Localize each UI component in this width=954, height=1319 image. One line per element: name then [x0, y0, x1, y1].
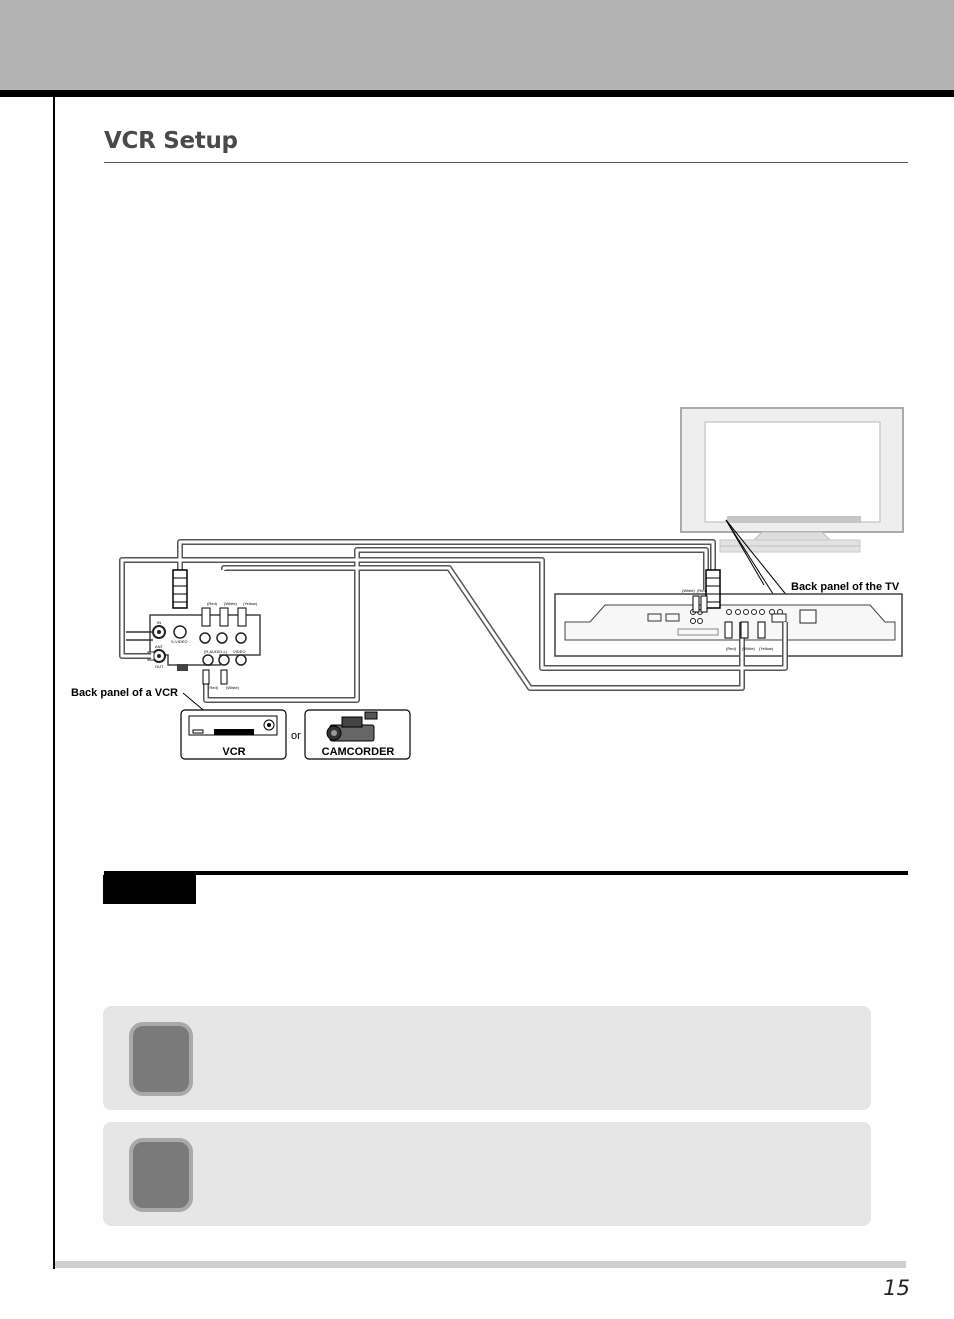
tv-white-cable-label: (White): [682, 588, 696, 593]
title-rule: [104, 162, 908, 163]
tv-yellow-plug-label: (Yellow): [759, 646, 774, 651]
vcr-ant-port-label: ANT: [155, 644, 164, 649]
section-title: VCR Setup: [104, 128, 238, 154]
tv-red-cable-label: (Red): [697, 588, 708, 593]
tip-icon: [129, 1022, 193, 1096]
vcr-device-label: VCR: [222, 746, 245, 758]
page-header-band: [0, 0, 954, 90]
tip-box: [103, 1122, 871, 1226]
vcr-red-cable-label: (Red): [207, 601, 218, 606]
vcr-white-cable-label: (White): [224, 601, 238, 606]
tip-box: [103, 1006, 871, 1110]
tv-red-plug-label: (Red): [726, 646, 737, 651]
tv-monitor-illustration: [680, 407, 904, 553]
vcr-svideo-port-label: S-VIDEO: [171, 639, 187, 644]
cable-plugs: [172, 569, 766, 685]
camcorder-device-label: CAMCORDER: [322, 746, 395, 758]
page-number: 15: [883, 1276, 910, 1300]
or-text: or: [291, 730, 301, 742]
vcr-yellow-cable-label: (Yellow): [243, 601, 258, 606]
vcr-connection-diagram: IN ANT OUT S-VIDEO (R-AUDIO-L) VIDEO (Re…: [71, 407, 904, 760]
vcr-white-plug-label: (White): [226, 685, 240, 690]
camcorder-device-illustration: CAMCORDER: [304, 709, 411, 760]
note-rule: [104, 871, 908, 875]
tv-white-plug-label: (White): [742, 646, 756, 651]
vcr-back-panel: IN ANT OUT S-VIDEO (R-AUDIO-L) VIDEO (Re…: [149, 601, 261, 690]
vcr-back-panel-label: Back panel of a VCR: [71, 687, 178, 699]
tv-back-panel-label: Back panel of the TV: [791, 581, 900, 593]
vcr-video-port-label: VIDEO: [233, 649, 245, 654]
left-margin-rule: [53, 97, 55, 1269]
note-tab: [103, 875, 196, 904]
vcr-device-illustration: VCR: [180, 709, 287, 760]
vcr-audio-port-label: (R-AUDIO-L): [204, 649, 228, 654]
header-rule: [0, 90, 954, 97]
tip-icon: [129, 1138, 193, 1212]
vcr-red-plug-label: (Red): [208, 685, 219, 690]
vcr-in-port-label: IN: [157, 620, 161, 625]
vcr-out-port-label: OUT: [155, 664, 164, 669]
footer-rule: [55, 1261, 906, 1268]
